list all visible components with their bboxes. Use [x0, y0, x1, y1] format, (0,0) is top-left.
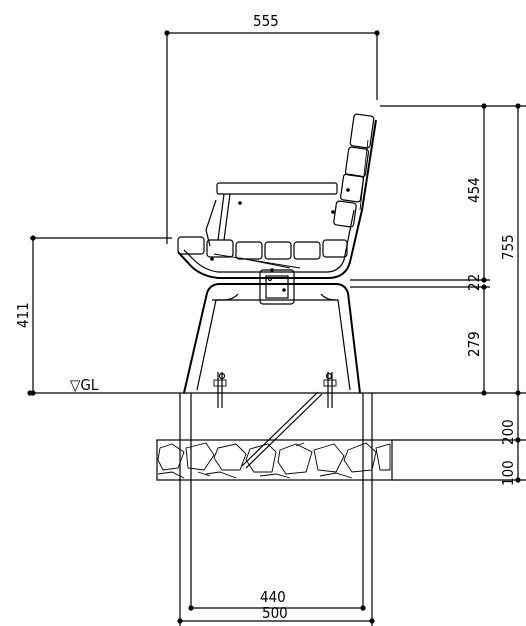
- support-frame: [183, 283, 361, 394]
- dim-outer-width-label: 500: [262, 604, 288, 622]
- dim-seat-height-label: 411: [14, 302, 32, 328]
- dim-total-height: [515, 103, 521, 396]
- dim-outer-width: [177, 440, 375, 626]
- dim-frame-height: [481, 287, 487, 396]
- foundation-block: [179, 393, 373, 440]
- dim-seat-gap-label: 22: [465, 274, 483, 291]
- dim-base-thickness: [515, 440, 521, 483]
- dim-right-extensions: [350, 105, 526, 288]
- dim-foundation-depth-label: 200: [499, 419, 517, 445]
- dim-back-height: [481, 103, 487, 283]
- ground-line-label: ▽GL: [70, 376, 99, 394]
- ground-line: [27, 390, 526, 396]
- dim-back-height-label: 454: [465, 177, 483, 203]
- stone-base: [156, 439, 393, 481]
- dim-inner-width-label: 440: [260, 588, 286, 606]
- seat-slats: [177, 236, 348, 260]
- back-slats: [331, 113, 375, 228]
- dim-lower-extensions: [392, 439, 526, 481]
- dim-total-depth: [164, 30, 380, 244]
- dim-base-thickness-label: 100: [499, 460, 517, 486]
- diagonal-tie: [241, 391, 323, 469]
- armrest: [216, 182, 338, 241]
- dim-total-height-label: 755: [499, 234, 517, 260]
- seat-back-frame: [177, 119, 377, 279]
- dim-frame-height-label: 279: [465, 331, 483, 357]
- anchor-bolts: [213, 372, 337, 408]
- seat-bracket: [259, 269, 295, 305]
- dim-total-depth-label: 555: [253, 12, 279, 30]
- dim-seat-height: [30, 235, 172, 396]
- dim-inner-width: [188, 393, 366, 611]
